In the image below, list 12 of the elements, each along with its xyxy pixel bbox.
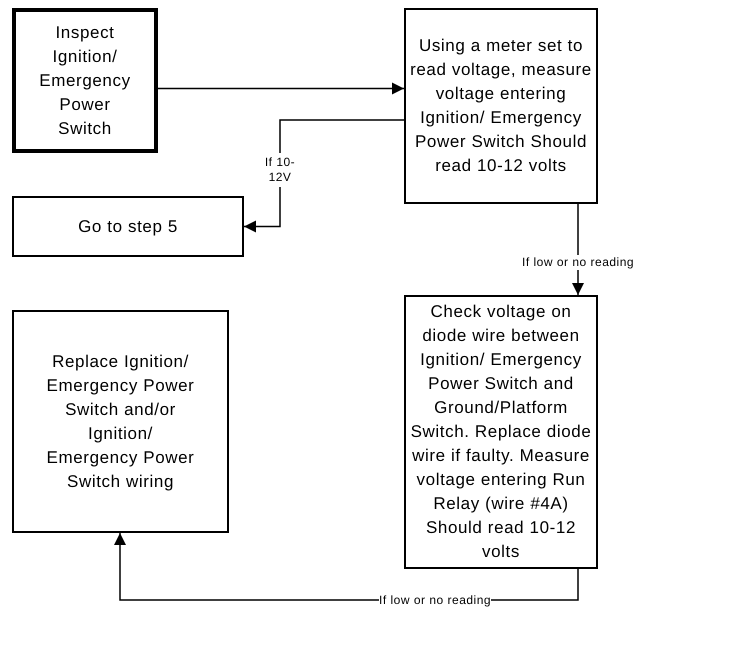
step-text: Go to step 5	[78, 216, 178, 238]
step-text: Using a meter set to read voltage, measure voltage entering Ignition/ Emergency Power Switch Should read 10-12 volts	[409, 35, 593, 177]
edge-label: If low or no reading	[522, 254, 634, 270]
step-text: Replace Ignition/ Emergency Power Switch and/or Ignition/ Emergency Power Switch wiring	[46, 350, 196, 492]
step-text: Check voltage on diode wire between Ignition/ Emergency Power Switch and Ground/Platform Switch. Replace diode wire if faulty. Measure voltage entering Run Relay (wire #4A) Should read 10-12 volts	[410, 301, 592, 563]
process-box	[404, 8, 598, 204]
process-box	[12, 8, 158, 153]
arrow	[158, 82, 404, 94]
process-box	[12, 310, 229, 533]
step-text: Inspect Ignition/ Emergency Power Switch	[38, 22, 132, 140]
edge-label: If low or no reading	[379, 592, 492, 608]
process-box	[12, 196, 244, 257]
